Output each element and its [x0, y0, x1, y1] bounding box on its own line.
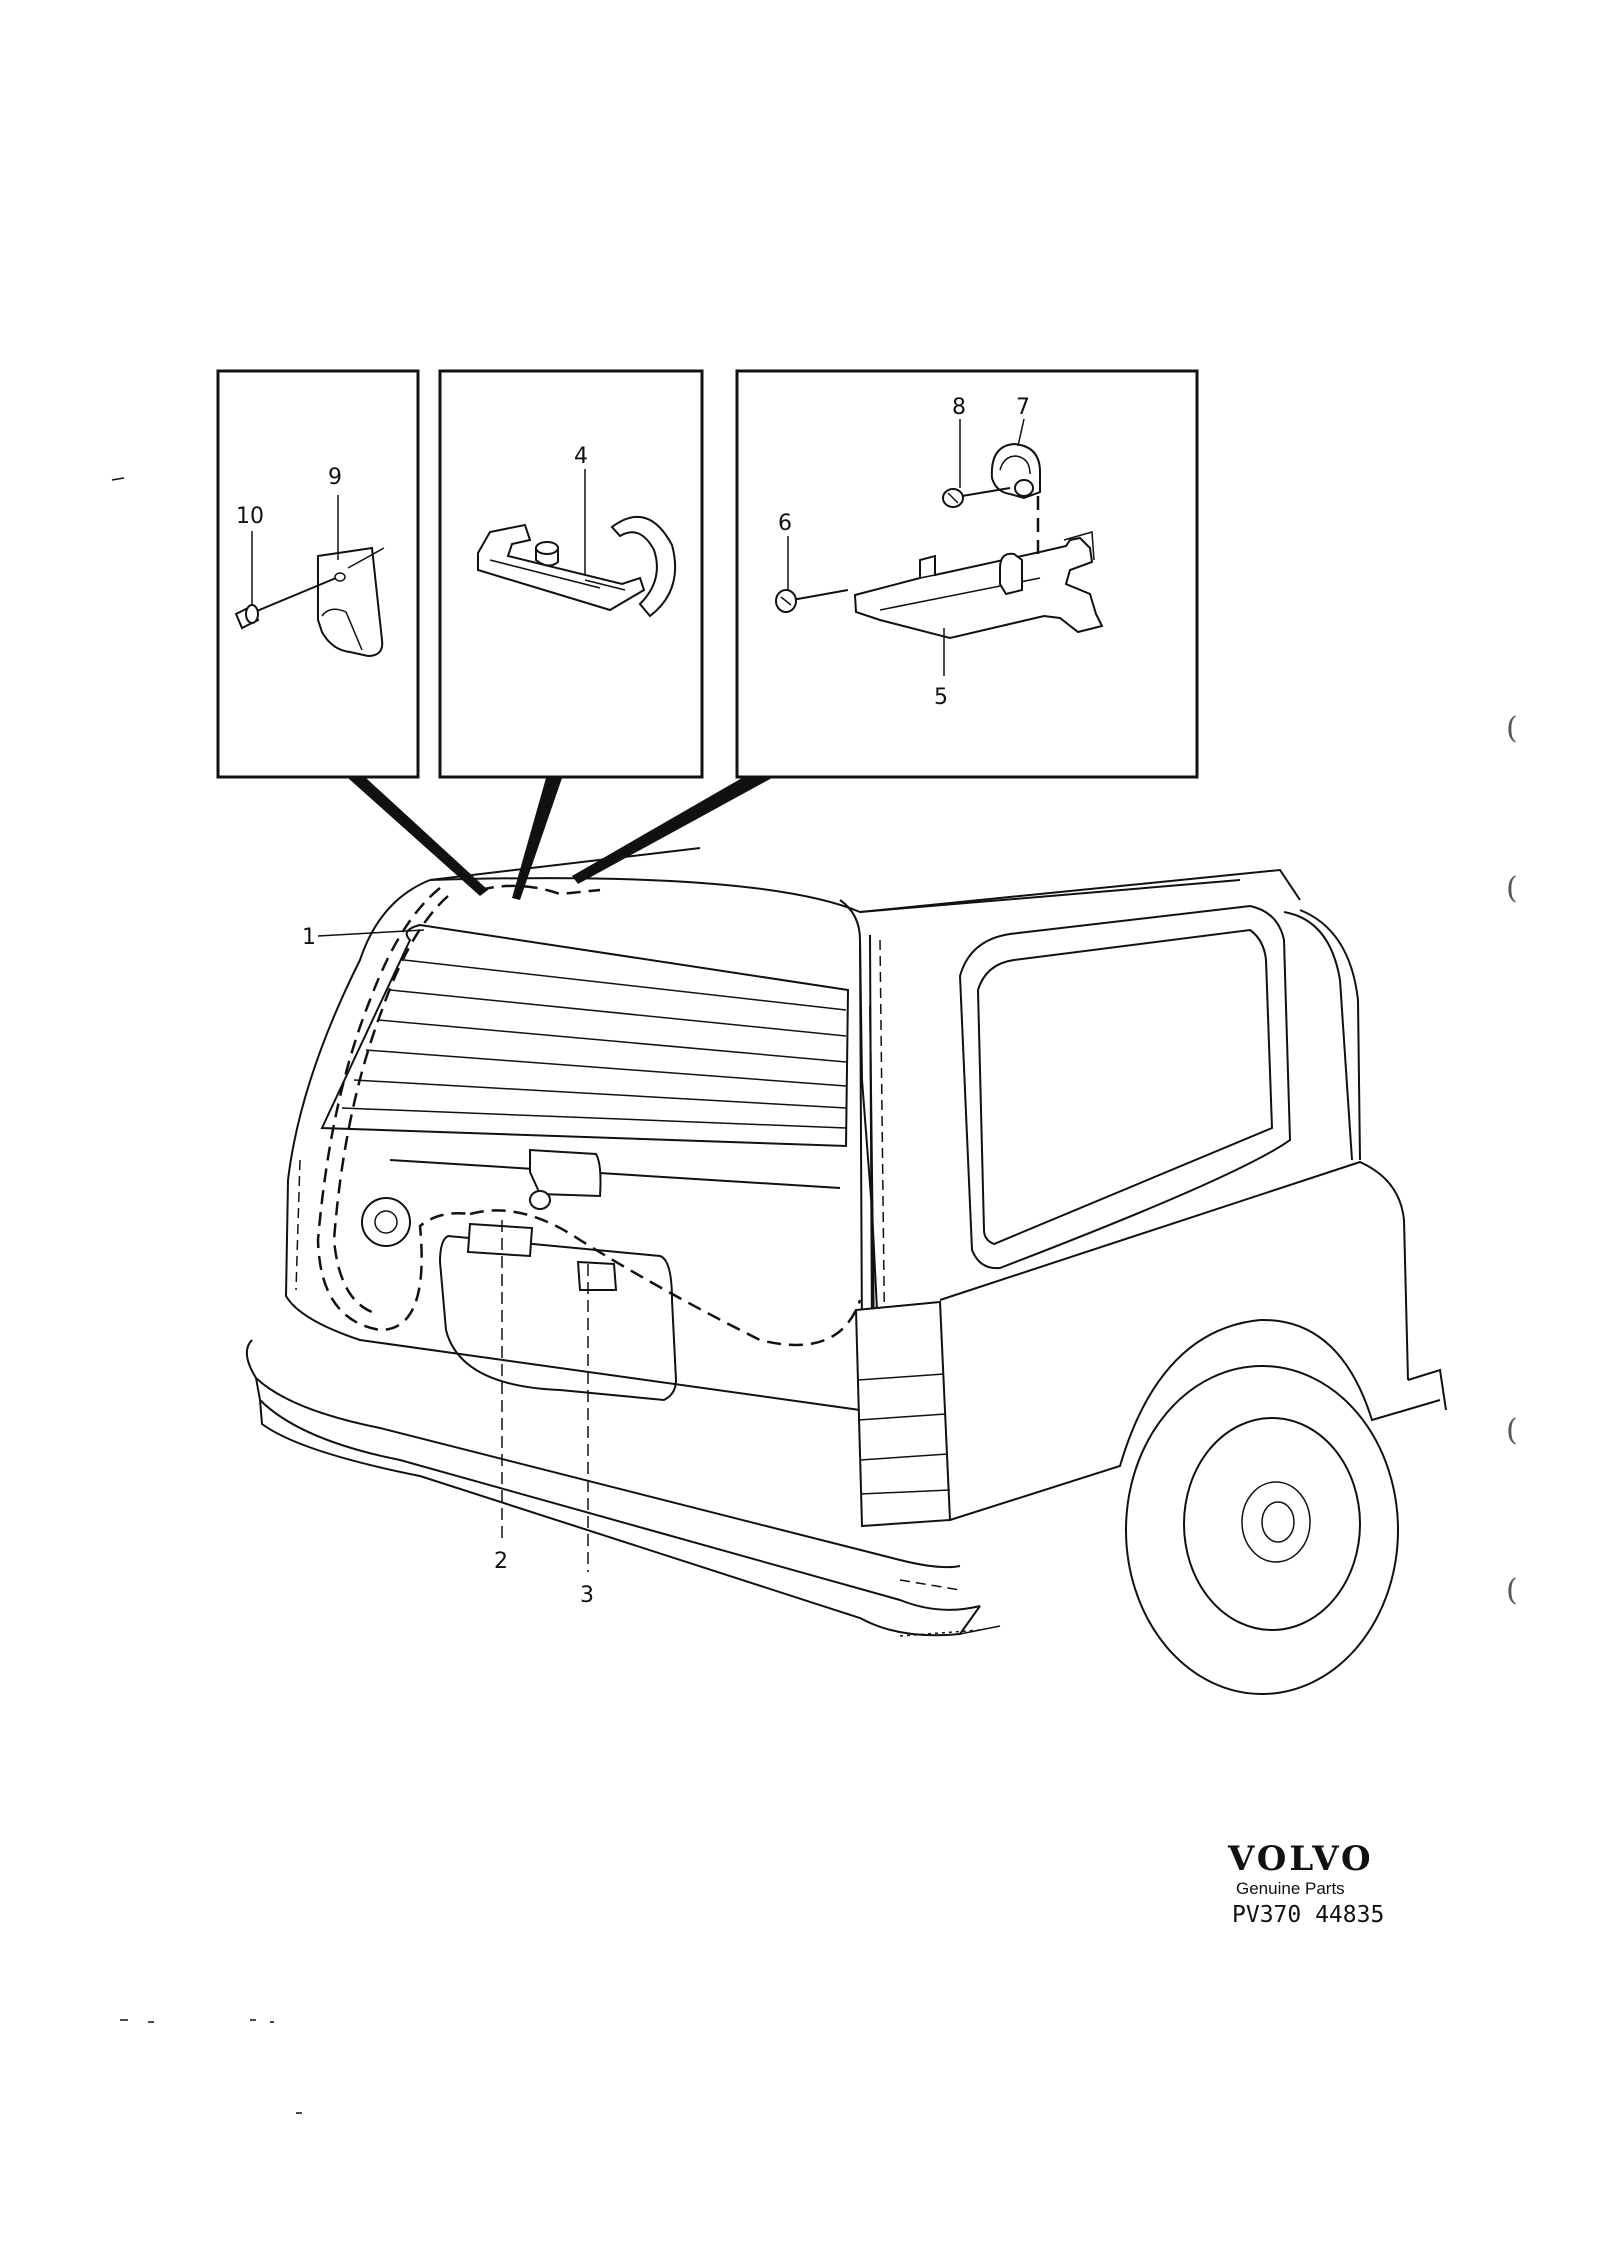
- detail-box-middle: 4: [438, 369, 704, 779]
- callout-4: 4: [574, 444, 588, 469]
- callout-5: 5: [934, 685, 948, 710]
- callout-3: 3: [580, 1583, 594, 1608]
- diagram-code: PV370 44835: [1232, 1902, 1384, 1928]
- callout-9: 9: [328, 465, 342, 490]
- brand-tagline: Genuine Parts: [1236, 1879, 1345, 1898]
- detail-box-right: 6 8 7 5: [735, 369, 1199, 779]
- detail-box-left: 9 10: [216, 369, 420, 779]
- margin-mark: (: [1506, 1413, 1518, 1448]
- volvo-logo: VOLVO: [1227, 1839, 1374, 1879]
- margin-mark: (: [1506, 871, 1518, 906]
- margin-mark: (: [1506, 1573, 1518, 1608]
- callout-7: 7: [1016, 395, 1030, 420]
- detail-pointers: [348, 778, 772, 900]
- margin-mark: (: [1506, 711, 1518, 746]
- car-rear-view: 1 2 3: [245, 847, 1447, 1695]
- brand-block: VOLVO Genuine Parts PV370 44835: [1227, 1839, 1384, 1928]
- callout-1: 1: [302, 925, 316, 950]
- callout-6: 6: [778, 511, 792, 536]
- margin-marks: ( ( ( (: [1506, 711, 1518, 1608]
- callout-8: 8: [952, 395, 966, 420]
- scan-specks: [111, 477, 302, 2114]
- callout-10: 10: [236, 504, 264, 529]
- callout-2: 2: [494, 1549, 508, 1574]
